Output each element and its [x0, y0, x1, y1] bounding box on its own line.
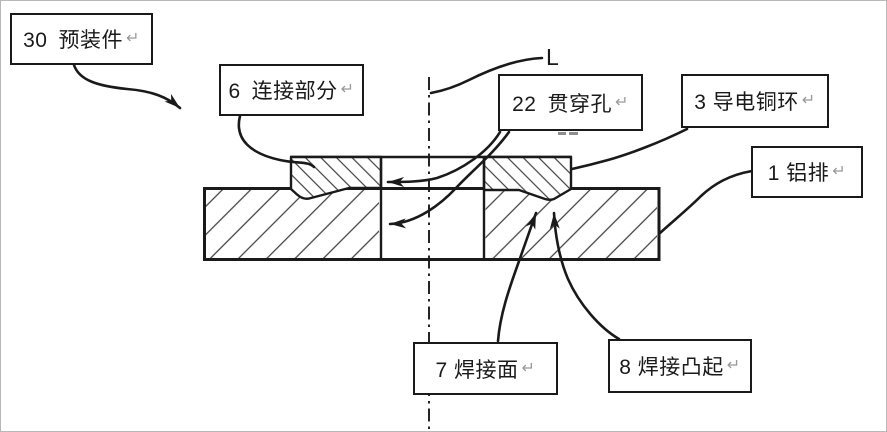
line-break-mark-icon: ↵: [801, 92, 816, 109]
line-break-mark-icon: ↵: [125, 30, 140, 47]
label-connection-part: 6 连接部分↵: [219, 64, 364, 116]
label-copper-ring: 3 导电铜环↵: [681, 74, 829, 128]
line-break-mark-icon: ↵: [340, 81, 355, 98]
label-welding-surface: 7 焊接面↵: [413, 342, 558, 395]
line-break-mark-icon: ↵: [521, 359, 536, 377]
leader-through-hole-lower: [388, 130, 511, 229]
leader-centerline-letter: [429, 56, 544, 95]
label-connection-part-text: 6 连接部分: [228, 80, 338, 103]
leader-aluminum-busbar: [658, 169, 754, 235]
label-copper-ring-text: 3 导电铜环: [694, 91, 799, 114]
label-welding-protrusion-text: 8 焊接凸起: [619, 356, 724, 379]
leader-pre-assembly: [72, 63, 182, 110]
label-welding-protrusion: 8 焊接凸起↵: [608, 339, 752, 393]
label-aluminum-busbar-text: 1 铝排: [767, 162, 830, 185]
centerline-letter: L: [546, 44, 559, 71]
leader-welding-protrusion: [549, 211, 621, 341]
leader-through-hole-upper: [386, 130, 502, 187]
leader-welding-surface: [496, 211, 538, 343]
busbar-hatch-right: [485, 190, 657, 258]
ring-right-block: [482, 155, 573, 201]
busbar-hatch-left: [206, 190, 379, 258]
line-break-mark-icon: ↵: [726, 357, 741, 374]
leader-connection-part: [237, 114, 316, 169]
label-through-hole: 22 贯穿孔↵: [498, 74, 643, 131]
label-welding-surface-text: 7 焊接面: [435, 358, 519, 382]
line-break-mark-icon: ↵: [832, 163, 847, 180]
leader-copper-ring: [570, 127, 689, 171]
label-pre-assembly-text: 30 预装件: [23, 29, 123, 52]
centerline-letter-text: L: [546, 44, 559, 70]
busbar-outline: [203, 187, 661, 261]
line-break-mark-icon: ↵: [614, 93, 629, 111]
busbar-block: [203, 187, 661, 261]
ring-right-hatch: [482, 155, 573, 201]
label-aluminum-busbar: 1 铝排↵: [751, 146, 863, 198]
label-through-hole-text: 22 贯穿孔: [512, 92, 612, 116]
label-pre-assembly: 30 预装件↵: [10, 13, 153, 65]
